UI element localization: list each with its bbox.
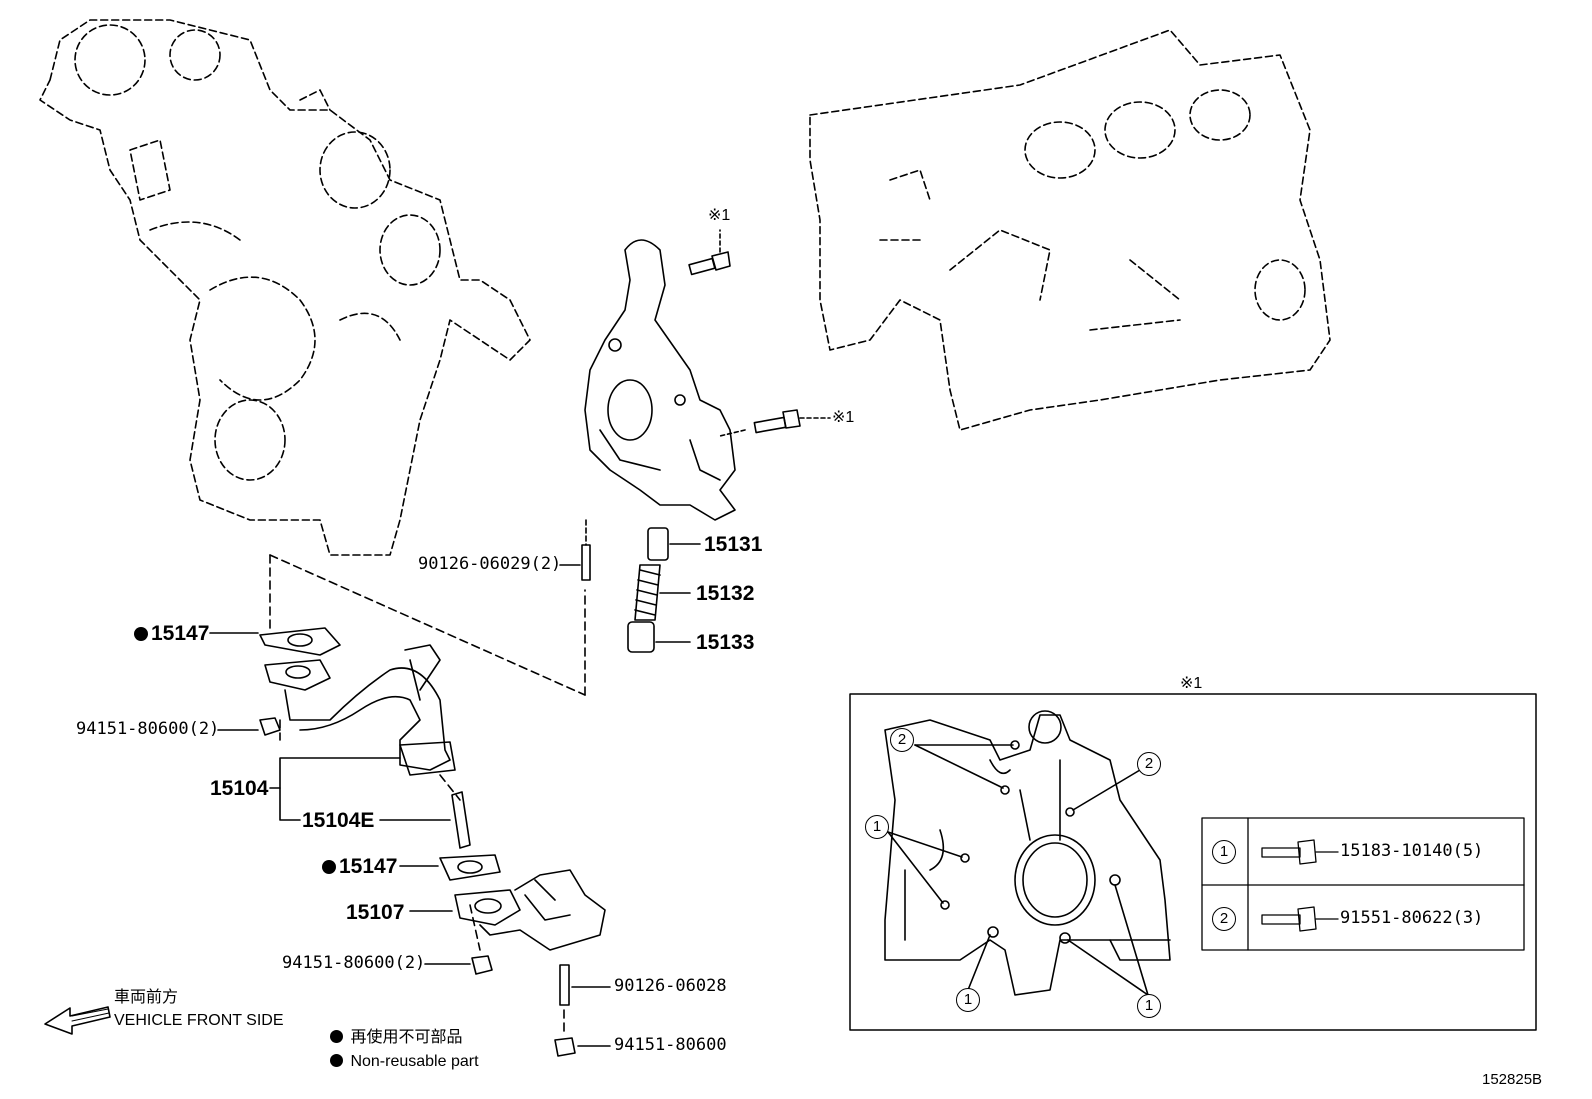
label-15132: 15132 xyxy=(696,582,755,605)
callout-bolt-top: ※1 xyxy=(708,207,731,224)
nut-b xyxy=(424,955,493,975)
non-reusable-dot xyxy=(322,860,336,874)
legend-dot xyxy=(330,1054,343,1067)
oil-strainer xyxy=(264,644,456,776)
table-marker-1: 1 xyxy=(1212,840,1236,864)
inset-marker-1c: 1 xyxy=(1137,994,1161,1018)
bolt-right xyxy=(719,409,831,437)
stud-15104E xyxy=(451,791,471,849)
label-15104E: 15104E xyxy=(302,809,375,832)
table-marker-2: 2 xyxy=(1212,907,1236,931)
label-15131: 15131 xyxy=(704,533,763,556)
nut-c xyxy=(554,1037,611,1057)
bracket-15104 xyxy=(269,757,451,821)
label-90126-06029: 90126-06029(2) xyxy=(418,554,562,574)
engine-block xyxy=(809,29,1331,431)
label-15147-mid: 15147 xyxy=(322,856,397,877)
inset-marker-2b: 2 xyxy=(1137,752,1161,776)
inset-marker-1b: 1 xyxy=(956,988,980,1012)
label-94151-80600-a: 94151-80600(2) xyxy=(76,719,220,739)
callout-inset: ※1 xyxy=(1180,675,1203,692)
gasket-mid xyxy=(399,854,501,881)
relief-valve-parts xyxy=(627,527,701,653)
bolt-top xyxy=(688,229,731,276)
table-part-91551-80622: 91551-80622(3) xyxy=(1340,908,1484,928)
nut-a xyxy=(217,717,281,736)
legend-dot xyxy=(330,1030,343,1043)
inset-marker-2a: 2 xyxy=(890,728,914,752)
label-94151-80600-b: 94151-80600(2) xyxy=(282,953,426,973)
stud-lower xyxy=(559,964,611,1006)
label-15133: 15133 xyxy=(696,631,755,654)
inset-marker-1a: 1 xyxy=(865,815,889,839)
vehicle-front-arrow xyxy=(44,1006,111,1035)
label-15104: 15104 xyxy=(210,777,269,800)
stud-upper xyxy=(559,519,591,581)
direction-en: VEHICLE FRONT SIDE xyxy=(114,1012,284,1029)
label-15107: 15107 xyxy=(346,901,405,924)
label-15147-top: 15147 xyxy=(134,623,209,644)
inset-table xyxy=(1201,817,1525,951)
adapter-15107 xyxy=(409,869,606,951)
direction-jp: 車両前方 xyxy=(114,989,179,1006)
legend-en: Non-reusable part xyxy=(330,1054,479,1070)
gasket-top xyxy=(209,627,341,656)
timing-cover xyxy=(39,19,531,556)
non-reusable-dot xyxy=(134,627,148,641)
oil-pump xyxy=(584,239,736,521)
callout-bolt-right: ※1 xyxy=(832,409,855,426)
table-part-15183-10140: 15183-10140(5) xyxy=(1340,841,1484,861)
label-94151-80600-c: 94151-80600 xyxy=(614,1035,727,1055)
label-90126-06028: 90126-06028 xyxy=(614,976,727,996)
figure-id: 152825B xyxy=(1482,1071,1543,1088)
guide-lines xyxy=(269,554,586,1036)
inset-box xyxy=(849,693,1537,1031)
legend-jp: 再使用不可部品 xyxy=(330,1030,462,1046)
